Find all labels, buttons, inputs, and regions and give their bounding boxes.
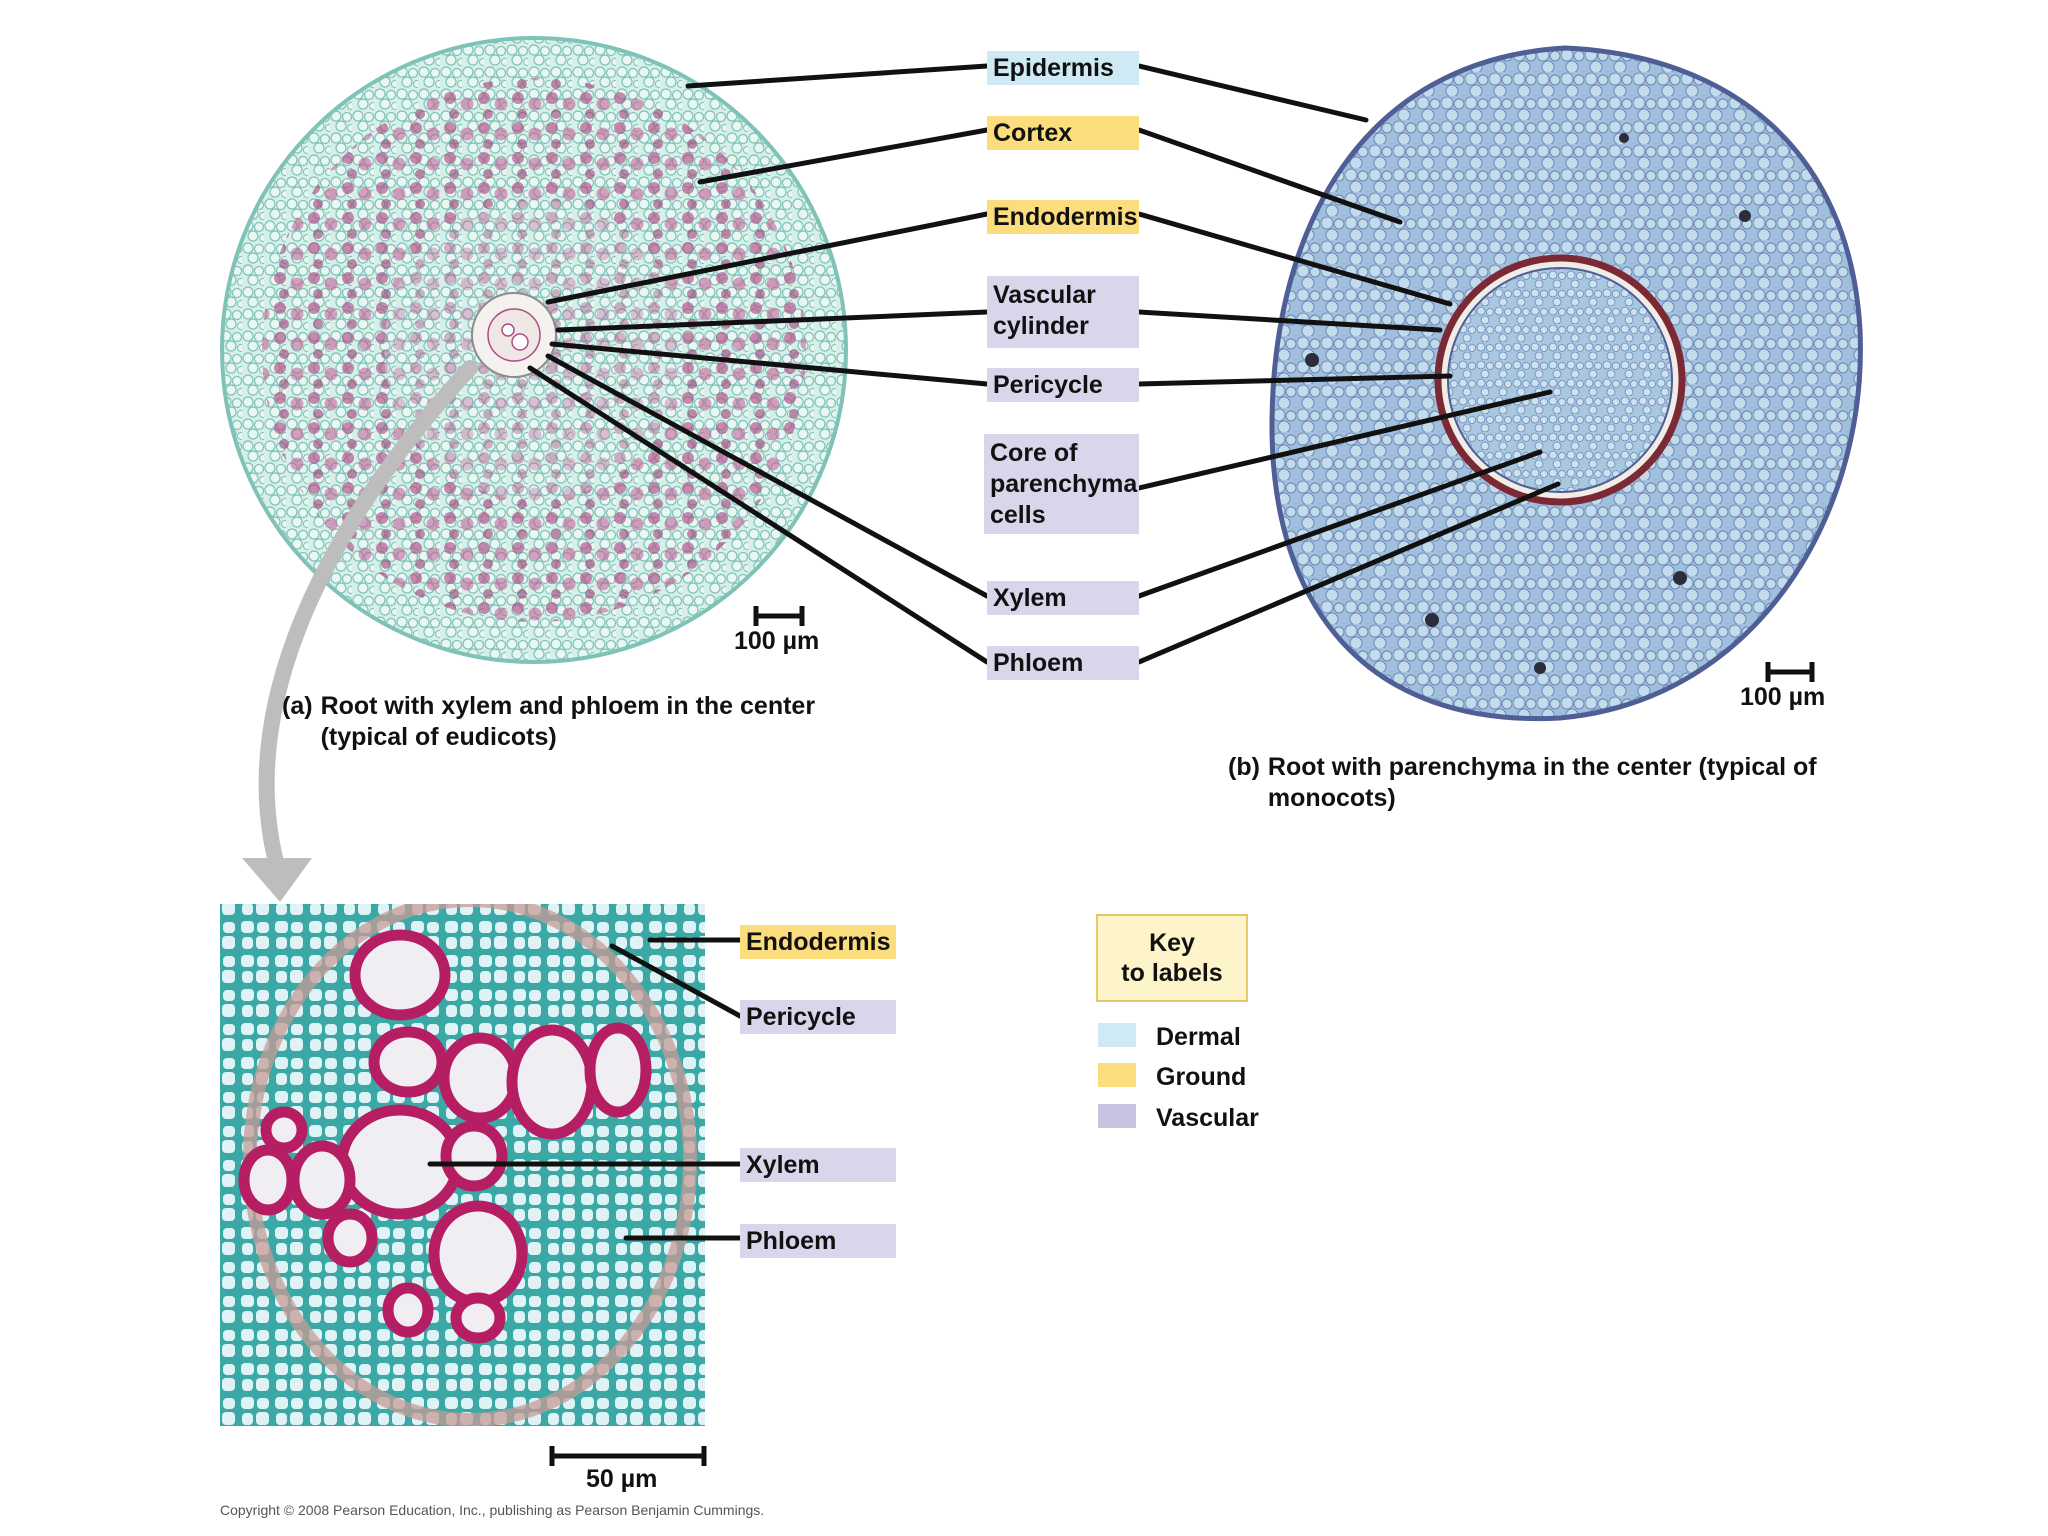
copyright-notice: Copyright © 2008 Pearson Education, Inc.… [220,1502,765,1518]
label-core-line2: parenchyma [990,470,1138,498]
label-pericycle: Pericycle [987,368,1139,402]
detail-label-xylem: Xylem [740,1148,896,1182]
label-vascular-cylinder: Vascular cylinder [987,276,1139,348]
detail-label-phloem: Phloem [740,1224,896,1258]
key-swatch-ground [1098,1063,1136,1087]
zoom-arrow [258,360,478,870]
key-label-ground: Ground [1156,1063,1247,1091]
label-epidermis: Epidermis [987,51,1139,85]
label-xylem: Xylem [987,581,1139,615]
label-endodermis: Endodermis [987,200,1139,234]
scale-bar-detail-line [549,1446,707,1466]
key-swatch-vascular [1098,1104,1136,1128]
label-cortex: Cortex [987,116,1139,150]
detail-label-endodermis: Endodermis [740,925,896,959]
caption-b-tag: (b) [1228,753,1260,781]
detail-leader-lines [427,937,743,1241]
caption-a-line2: (typical of eudicots) [320,723,557,751]
caption-a-tag: (a) [282,692,313,720]
key-label-dermal: Dermal [1156,1023,1241,1051]
monocot-leader-lines [1136,63,1561,665]
scale-bar-detail-text: 50 µm [586,1465,658,1493]
label-vascular-cylinder-line2: cylinder [993,312,1089,340]
label-phloem: Phloem [987,646,1139,680]
scale-bar-monocot-text: 100 µm [1740,683,1826,711]
key-label-vascular: Vascular [1156,1104,1259,1132]
eudicot-leader-lines [527,63,990,665]
caption-a-line1: Root with xylem and phloem in the center [320,692,816,720]
caption-b-line2: monocots) [1267,784,1396,812]
key-title-line1: Key [1149,929,1195,957]
monocot-root-section [1269,45,1863,722]
caption-a: (a) Root with xylem and phloem in the ce… [282,691,902,753]
key-swatch-dermal [1098,1023,1136,1047]
scale-bar-monocot-line [1765,662,1815,682]
eudicot-root-section [220,36,848,664]
detail-label-pericycle: Pericycle [740,1000,896,1034]
label-core-of-parenchyma: Core of parenchyma cells [984,434,1139,534]
scale-bar-eudicot-line [753,606,805,626]
label-vascular-cylinder-line1: Vascular [993,281,1096,309]
caption-b: (b) Root with parenchyma in the center (… [1228,752,1888,814]
key-title-box: Key to labels [1096,914,1248,1002]
key-title-line2: to labels [1121,959,1223,987]
caption-b-line1: Root with parenchyma in the center (typi… [1267,753,1817,781]
label-core-line3: cells [990,501,1046,529]
zoom-arrowhead [242,858,312,902]
scale-bar-eudicot-text: 100 µm [734,627,820,655]
label-core-line1: Core of [990,439,1078,467]
